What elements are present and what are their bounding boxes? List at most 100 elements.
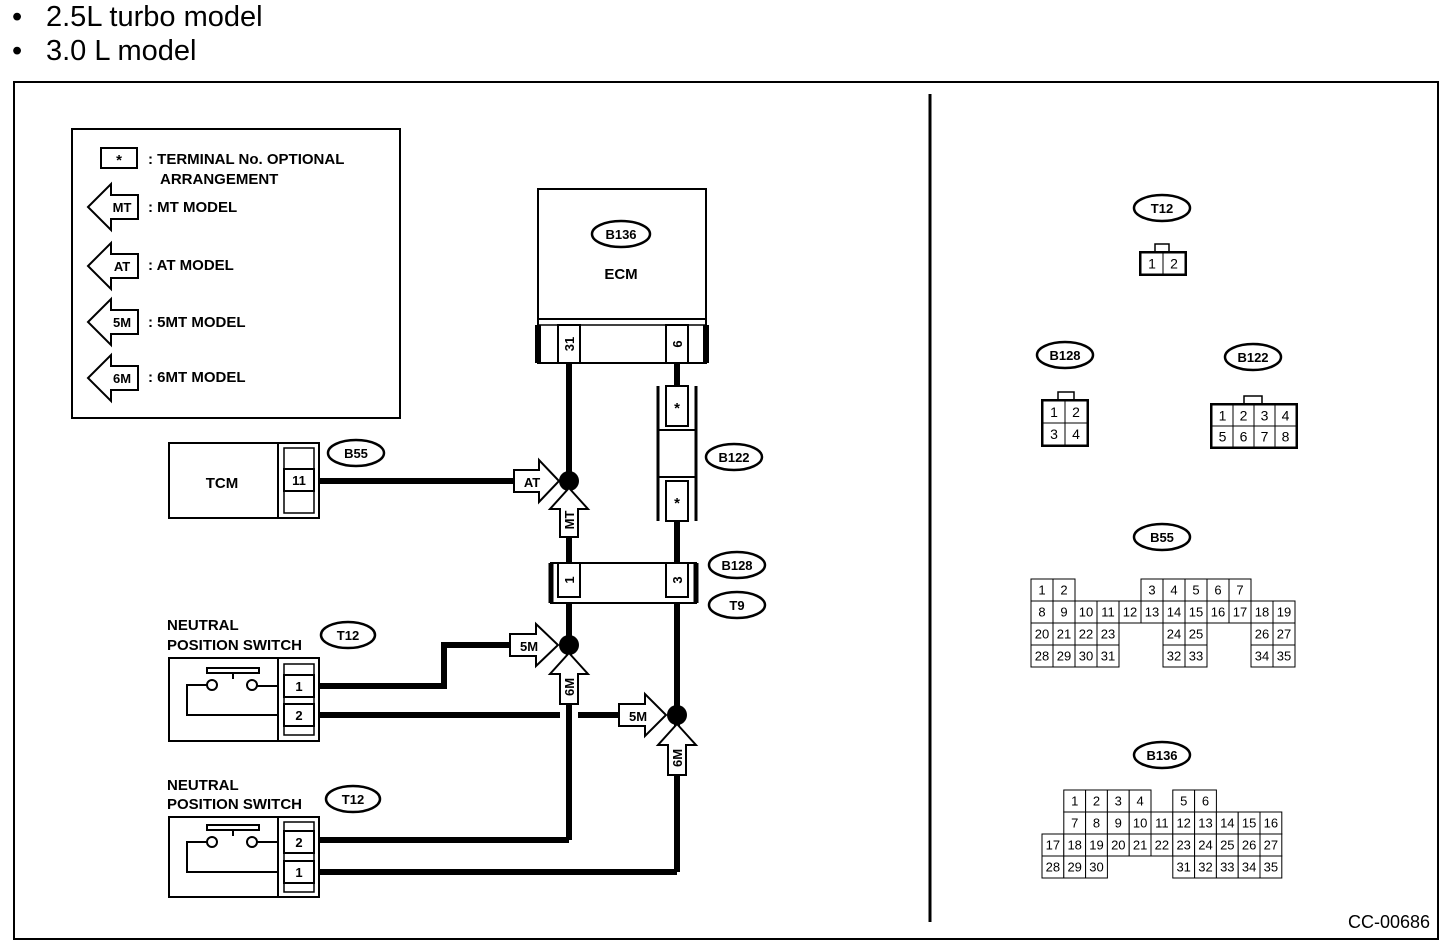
tcm-pin-cell <box>283 468 315 492</box>
model-list: •2.5L turbo model •3.0 L model <box>12 0 263 68</box>
pin-number: 18 <box>1255 605 1269 620</box>
tcm-connector-name: B55 <box>344 446 368 461</box>
switch2-pin-1: 1 <box>295 865 302 880</box>
pin-number: 8 <box>1282 429 1290 445</box>
pin-number: 3 <box>1115 794 1122 809</box>
figure-code: CC-00686 <box>1348 912 1430 932</box>
mt-legend-text: : MT MODEL <box>148 199 237 216</box>
6m-arrow-label-upper: 6M <box>562 678 577 696</box>
t9-tag <box>707 590 767 620</box>
switch-icon <box>186 824 278 873</box>
model-item-label: 2.5L turbo model <box>46 1 263 33</box>
pin-number: 7 <box>1236 583 1243 598</box>
pin-number: 21 <box>1057 627 1071 642</box>
switch1-label-line2: POSITION SWITCH <box>167 637 302 654</box>
pin-number: 18 <box>1067 838 1081 853</box>
5m-arrow-icon <box>509 621 560 669</box>
pin-number: 26 <box>1242 838 1256 853</box>
6m-arrow-icon <box>655 722 699 776</box>
pin-number: 30 <box>1089 860 1103 875</box>
b136-view-name: B136 <box>1146 748 1177 763</box>
pin-number: 10 <box>1079 605 1093 620</box>
pin-cell <box>1259 855 1283 879</box>
switch2-label-line1: NEUTRAL <box>167 777 239 794</box>
pin-number: 11 <box>1101 605 1115 620</box>
neutral-switch-2: NEUTRAL POSITION SWITCH T12 2 1 <box>167 777 382 898</box>
pin-number: 17 <box>1046 838 1060 853</box>
pin-number: 3 <box>1050 426 1058 442</box>
6m-tag: 6M <box>113 371 131 386</box>
b128-t9-connector: 1 3 B128 T9 <box>548 550 767 620</box>
model-item: •2.5L turbo model <box>12 0 263 34</box>
pin-number: 8 <box>1038 605 1045 620</box>
pin-number: 4 <box>1170 583 1177 598</box>
at-legend-text: : AT MODEL <box>148 257 234 274</box>
pin-number: 16 <box>1264 816 1278 831</box>
t12-view-name: T12 <box>1151 201 1173 216</box>
b128-view-name: B128 <box>1049 348 1080 363</box>
pin-number: 1 <box>1050 404 1058 420</box>
b122-view-tag <box>1223 342 1283 372</box>
pin-number: 7 <box>1261 429 1269 445</box>
diagram-frame <box>13 81 1439 940</box>
at-arrow-label: AT <box>524 475 540 490</box>
switch1-label-line1: NEUTRAL <box>167 617 239 634</box>
pin-number: 35 <box>1277 649 1291 664</box>
ecm-connector-tag <box>590 219 652 249</box>
switch2-pin-2: 2 <box>295 835 302 850</box>
pin-number: 24 <box>1167 627 1181 642</box>
pin-number: 3 <box>1148 583 1155 598</box>
pin-number: 1 <box>1219 408 1227 424</box>
pin-number: 13 <box>1145 605 1159 620</box>
5m-arrow-icon <box>618 691 668 739</box>
pin-cell <box>1096 644 1120 668</box>
pin-number: 2 <box>1240 408 1248 424</box>
b122-name: B122 <box>718 450 749 465</box>
pin-number: 1 <box>1071 794 1078 809</box>
b122-tag <box>704 442 764 472</box>
pin-number: 32 <box>1198 860 1212 875</box>
pin-number: 15 <box>1242 816 1256 831</box>
ecm-connector-name: B136 <box>605 227 636 242</box>
switch1-connector-name: T12 <box>337 628 359 643</box>
pin-number: 26 <box>1255 627 1269 642</box>
mt-tag: MT <box>113 200 132 215</box>
pin-number: 34 <box>1242 860 1256 875</box>
splice-dot <box>559 635 579 655</box>
b122-connector: * * B122 <box>656 385 764 522</box>
at-tag: AT <box>114 259 130 274</box>
b122-star-top: * <box>674 400 680 417</box>
tcm-label: TCM <box>206 475 239 492</box>
ecm-box <box>537 188 707 320</box>
splice-dot <box>667 705 687 725</box>
pin-number: 17 <box>1233 605 1247 620</box>
ecm-pin-31: 31 <box>562 337 577 351</box>
pin-number: 28 <box>1046 860 1060 875</box>
pin-number: 12 <box>1123 605 1137 620</box>
connector-outline <box>1041 399 1089 447</box>
pin-number: 2 <box>1093 794 1100 809</box>
pin-number: 20 <box>1111 838 1125 853</box>
model-item-label: 3.0 L model <box>46 35 197 67</box>
pin-number: 6 <box>1202 794 1209 809</box>
pin-number: 15 <box>1189 605 1203 620</box>
pin-number: 2 <box>1072 404 1080 420</box>
pin-number: 35 <box>1264 860 1278 875</box>
pin-number: 22 <box>1155 838 1169 853</box>
pin-number: 7 <box>1071 816 1078 831</box>
pin-number: 10 <box>1133 816 1147 831</box>
pin-number: 14 <box>1220 816 1234 831</box>
b136-view-tag <box>1132 740 1192 770</box>
pin-number: 23 <box>1101 627 1115 642</box>
tcm-unit: 11 TCM B55 <box>168 438 386 519</box>
pin-number: 8 <box>1093 816 1100 831</box>
switch2-label-line2: POSITION SWITCH <box>167 796 302 813</box>
ecm-pin-6-cell <box>665 324 689 364</box>
pin-number: 32 <box>1167 649 1181 664</box>
5m-legend-text: : 5MT MODEL <box>148 314 246 331</box>
